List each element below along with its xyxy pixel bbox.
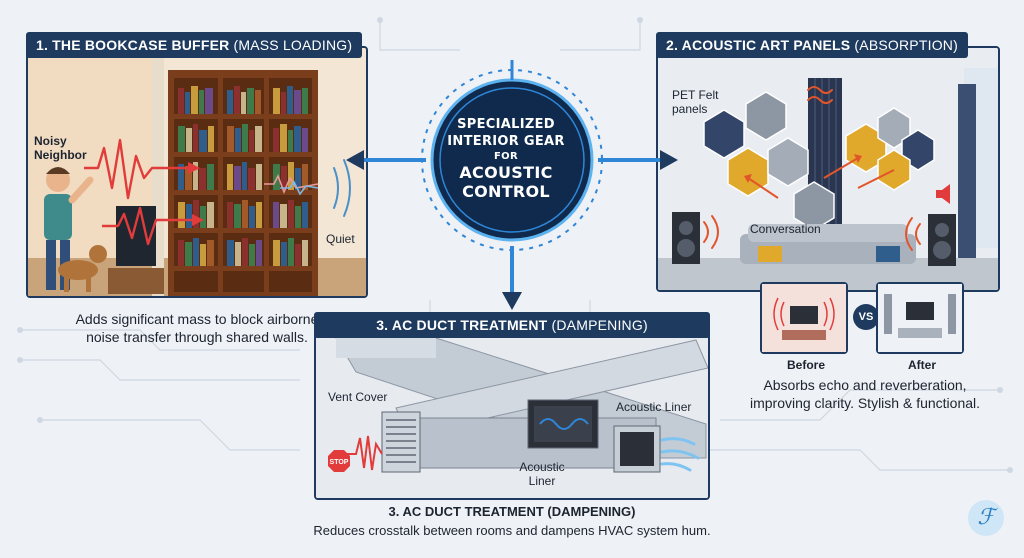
bookcase-caption: Adds significant mass to block airborne …: [26, 310, 368, 346]
liner-line1: Acoustic: [519, 460, 565, 474]
hub-line3: FOR: [494, 151, 518, 162]
art-caption-line1: Absorbs echo and reverberation,: [763, 377, 967, 393]
before-label: Before: [786, 358, 825, 372]
ac-caption-title: 3. AC DUCT TREATMENT (DAMPENING): [388, 504, 636, 519]
hub-line4: ACOUSTIC: [459, 163, 553, 182]
bookcase-panel: Noisy Neighbor Quiet: [26, 46, 368, 298]
bookcase: [168, 70, 318, 296]
barking-dog: [58, 245, 107, 292]
stop-sign: [328, 450, 350, 472]
ac-duct-title-bold: 3. AC DUCT TREATMENT: [376, 317, 548, 333]
vent-cover: [381, 411, 421, 473]
arrow-right: [660, 150, 678, 170]
acoustic-liner-label-top: Acoustic Liner: [616, 400, 692, 414]
after-label: After: [907, 358, 936, 372]
arrow-left: [346, 150, 364, 170]
acoustic-liner-label-bottom: Acoustic Liner: [512, 460, 572, 488]
ac-duct-caption: 3. AC DUCT TREATMENT (DAMPENING) Reduces…: [260, 502, 764, 540]
hub-line5: CONTROL: [462, 182, 550, 201]
bookcase-caption-line1: Adds significant mass to block airborne: [75, 311, 319, 327]
after-inset: [876, 282, 964, 354]
hub-title: SPECIALIZED INTERIOR GEAR FOR ACOUSTIC C…: [418, 116, 594, 201]
pet-felt-line2: panels: [672, 102, 708, 116]
liner-line2: Liner: [528, 474, 556, 488]
noisy-label-line2: Neighbor: [34, 148, 87, 162]
pet-felt-line1: PET Felt: [672, 88, 719, 102]
brand-logo-icon: ℱ: [968, 500, 1004, 536]
art-panels-panel: PET Felt panels Conversation: [656, 46, 1000, 292]
art-panels-title-bold: 2. ACOUSTIC ART PANELS: [666, 37, 851, 53]
ac-duct-panel: STOP Vent Cover Acoustic Liner Acoustic …: [314, 326, 710, 500]
ac-duct-title: 3. AC DUCT TREATMENT (DAMPENING): [314, 312, 710, 338]
arrow-down: [502, 292, 522, 310]
noisy-label-line1: Noisy: [34, 134, 67, 148]
ac-duct-scene: STOP: [316, 328, 708, 498]
vent-cover-label: Vent Cover: [328, 390, 388, 404]
pet-felt-label: PET Felt panels: [672, 88, 718, 116]
before-inset: [760, 282, 848, 354]
before-room-icon: [762, 284, 846, 352]
hub-line1: SPECIALIZED: [457, 117, 555, 132]
art-panels-title-rest: (ABSORPTION): [850, 37, 958, 53]
central-hub: [346, 60, 678, 310]
conversation-label: Conversation: [750, 222, 821, 236]
art-caption-line2: improving clarity. Stylish & functional.: [749, 395, 981, 411]
ac-caption-body: Reduces crosstalk between rooms and damp…: [313, 523, 711, 538]
art-panels-caption: Absorbs echo and reverberation, improvin…: [730, 376, 1000, 412]
noisy-neighbor-label: Noisy Neighbor: [34, 134, 104, 162]
bookcase-title-rest: (MASS LOADING): [229, 37, 353, 53]
bookcase-scene: [28, 48, 366, 296]
hub-line2: INTERIOR GEAR: [447, 134, 565, 149]
quiet-label: Quiet: [326, 232, 355, 246]
bookcase-caption-line2: noise transfer through shared walls.: [86, 329, 308, 345]
bookcase-panel-title: 1. THE BOOKCASE BUFFER (MASS LOADING): [26, 32, 363, 58]
art-panels-title: 2. ACOUSTIC ART PANELS (ABSORPTION): [656, 32, 968, 58]
after-room-icon: [878, 284, 962, 352]
vs-badge: VS: [853, 304, 879, 330]
art-panels-scene: [658, 48, 998, 290]
bookcase-title-bold: 1. THE BOOKCASE BUFFER: [36, 37, 230, 53]
stop-sign-text: STOP: [330, 459, 349, 466]
ac-duct-title-rest: (DAMPENING): [547, 317, 648, 333]
